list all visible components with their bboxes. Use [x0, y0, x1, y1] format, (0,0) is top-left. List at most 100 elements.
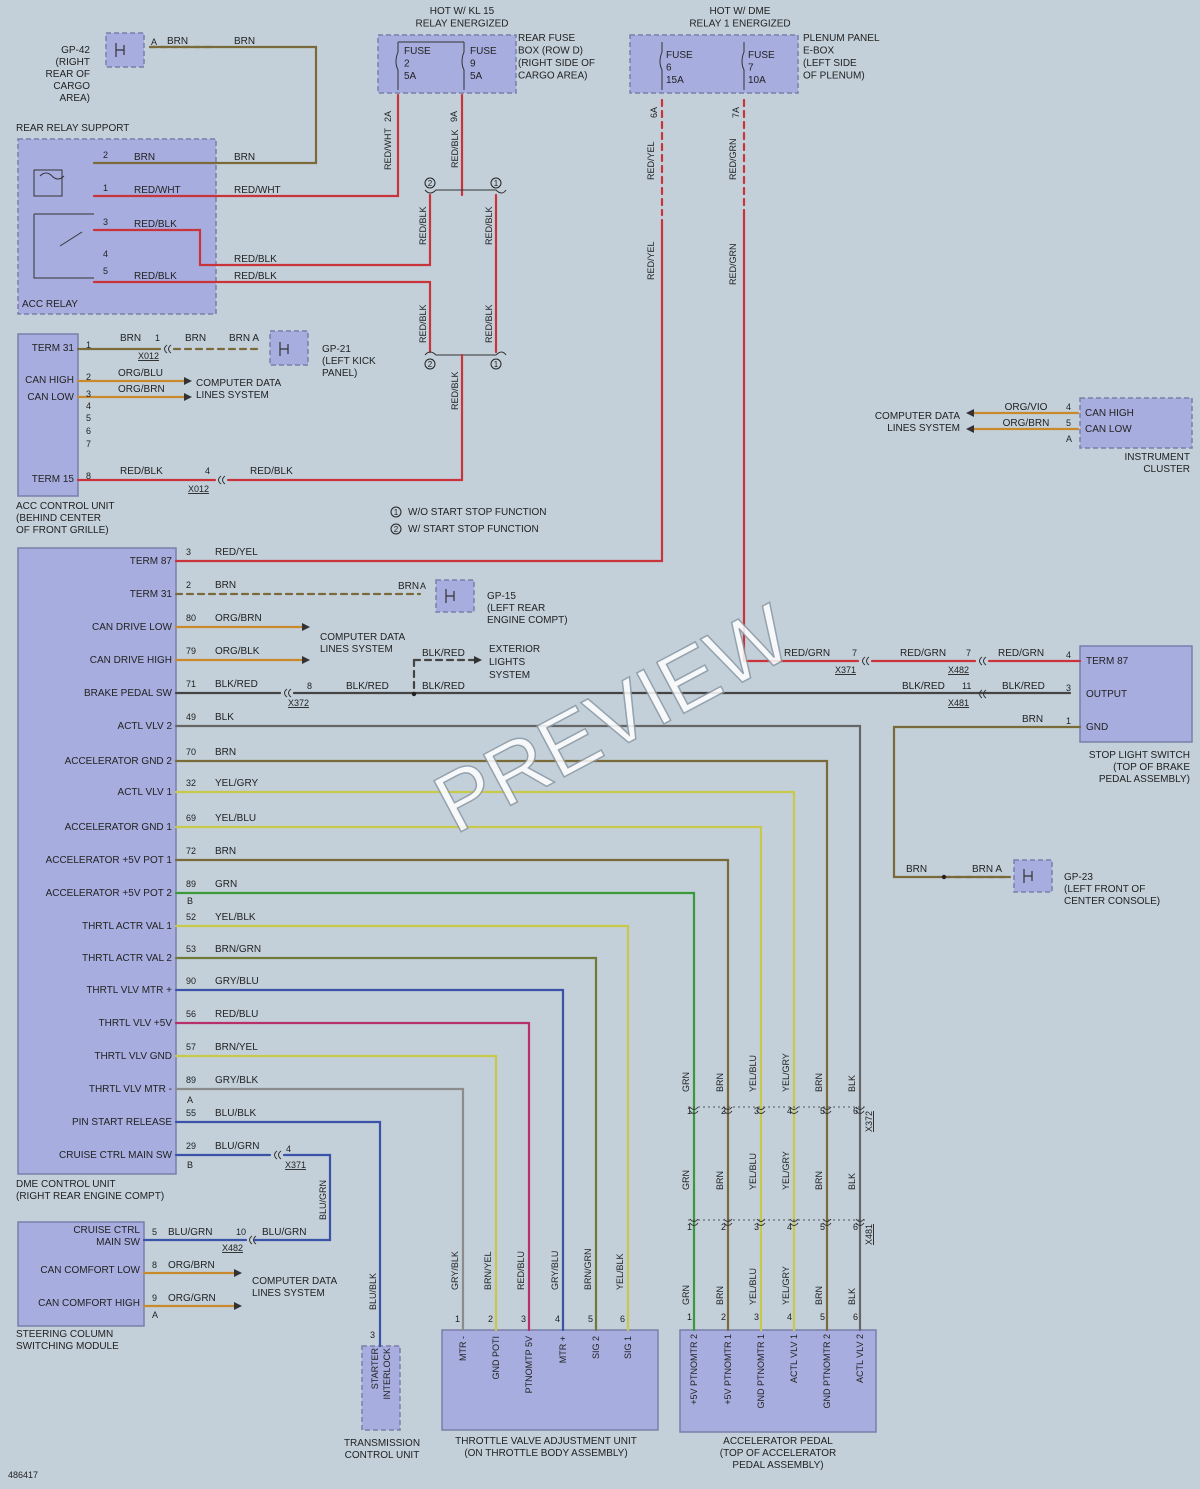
- label: RED/BLK: [450, 371, 460, 410]
- instrument-cluster: [1079, 397, 1193, 449]
- connector-symbol: [789, 1106, 799, 1114]
- label: 2: [428, 179, 433, 188]
- label: THRTL VLV +5V: [99, 1018, 173, 1029]
- label: B: [187, 896, 193, 906]
- connector-symbol: [979, 656, 987, 666]
- label: 56: [186, 1009, 196, 1019]
- label: ACTL VLV 2: [118, 721, 173, 732]
- label: RED/YEL: [646, 141, 656, 180]
- label: MAIN SW: [96, 1237, 140, 1248]
- label: RED/BLK: [418, 304, 428, 343]
- label: BLU/GRN: [318, 1180, 328, 1220]
- label: AREA): [59, 93, 90, 104]
- label: LIGHTS: [489, 657, 525, 668]
- label: 6A: [649, 107, 659, 118]
- label: (LEFT SIDE: [803, 58, 857, 69]
- wire: [892, 725, 1082, 879]
- rear-fuse-box: [377, 34, 517, 94]
- connector-symbol: [249, 1235, 257, 1245]
- label: HOT W/ DME: [710, 6, 771, 17]
- label: CAN COMFORT HIGH: [38, 1298, 140, 1309]
- label: 2: [721, 1106, 726, 1116]
- label: TERM 31: [32, 343, 75, 354]
- label: 11: [962, 681, 971, 691]
- label: 89: [186, 1075, 196, 1085]
- label: BOX (ROW D): [518, 46, 583, 57]
- label: RED/GRN: [728, 138, 738, 180]
- label: RED/BLK: [134, 271, 177, 282]
- label: RED/GRN: [998, 648, 1044, 659]
- label: 8: [152, 1260, 157, 1270]
- label: BLK/RED: [902, 681, 945, 692]
- label: 5: [86, 413, 91, 423]
- label: OF PLENUM): [803, 71, 865, 82]
- wire: [174, 858, 730, 1332]
- label: BRN: [120, 333, 141, 344]
- label: 1: [494, 360, 499, 369]
- label: (LEFT REAR: [487, 603, 545, 614]
- label: X371: [285, 1160, 306, 1170]
- label: EXTERIOR: [489, 644, 540, 655]
- wires: [76, 43, 1082, 1348]
- label: 3: [1066, 683, 1071, 693]
- label: (RIGHT: [56, 57, 90, 68]
- wire: [92, 93, 400, 198]
- label: +5V PTNOMTR 2: [689, 1334, 699, 1405]
- label: BRN/GRN: [583, 1248, 593, 1290]
- arrow-icon: [302, 656, 310, 664]
- label: GP-42: [61, 45, 90, 56]
- label: (RIGHT REAR ENGINE COMPT): [16, 1191, 164, 1202]
- label: ACCELERATOR GND 2: [65, 756, 173, 767]
- label: BLU/BLK: [215, 1108, 256, 1119]
- label: PTNOMTP 5V: [524, 1336, 534, 1393]
- label: TERM 15: [32, 474, 75, 485]
- label: LINES SYSTEM: [252, 1288, 325, 1299]
- label: GRN: [681, 1072, 691, 1092]
- label: 2: [186, 580, 191, 590]
- label: 15A: [666, 75, 684, 86]
- label: (LEFT FRONT OF: [1064, 884, 1145, 895]
- label: THROTTLE VALVE ADJUSTMENT UNIT: [455, 1436, 637, 1447]
- label: X481: [864, 1224, 874, 1245]
- label: 3: [186, 547, 191, 557]
- label: 3: [754, 1312, 759, 1322]
- relay-switch: [33, 213, 94, 279]
- wire: [174, 956, 598, 1332]
- connector-symbol: [979, 689, 987, 699]
- label: RED/YEL: [215, 547, 258, 558]
- arrow-icon: [234, 1302, 242, 1310]
- label: ORG/BRN: [1003, 418, 1050, 429]
- connector-symbol: [689, 1106, 699, 1114]
- wire: [174, 1021, 531, 1332]
- label: SIG 2: [591, 1336, 601, 1359]
- label: BLU/GRN: [168, 1227, 212, 1238]
- label: 10A: [748, 75, 766, 86]
- label: BRN: [215, 747, 236, 758]
- connector-line: [688, 1106, 866, 1221]
- label: 4: [286, 1144, 291, 1154]
- label: ACTL VLV 1: [118, 787, 173, 798]
- label: 79: [186, 646, 196, 656]
- label: BRN: [215, 846, 236, 857]
- label: RED/BLK: [250, 466, 293, 477]
- label: 4: [86, 401, 91, 411]
- wire: [92, 45, 318, 165]
- label: ENGINE COMPT): [487, 615, 568, 626]
- label: X012: [138, 351, 159, 361]
- label: 7A: [731, 107, 741, 118]
- label: PANEL): [322, 368, 357, 379]
- label: YEL/BLK: [215, 912, 256, 923]
- label: BRN: [814, 1286, 824, 1305]
- label: 1: [394, 508, 399, 517]
- label: THRTL ACTR VAL 1: [82, 921, 172, 932]
- label: CAN HIGH: [25, 375, 74, 386]
- label: A: [420, 581, 426, 591]
- label: BLU/GRN: [262, 1227, 306, 1238]
- label: OF FRONT GRILLE): [16, 525, 109, 536]
- label: ACCELERATOR GND 1: [65, 822, 173, 833]
- label: YEL/BLU: [748, 1055, 758, 1092]
- label: LINES SYSTEM: [320, 644, 393, 655]
- label: THRTL VLV MTR +: [86, 985, 172, 996]
- label: 4: [787, 1222, 792, 1232]
- label: (ON THROTTLE BODY ASSEMBLY): [464, 1448, 627, 1459]
